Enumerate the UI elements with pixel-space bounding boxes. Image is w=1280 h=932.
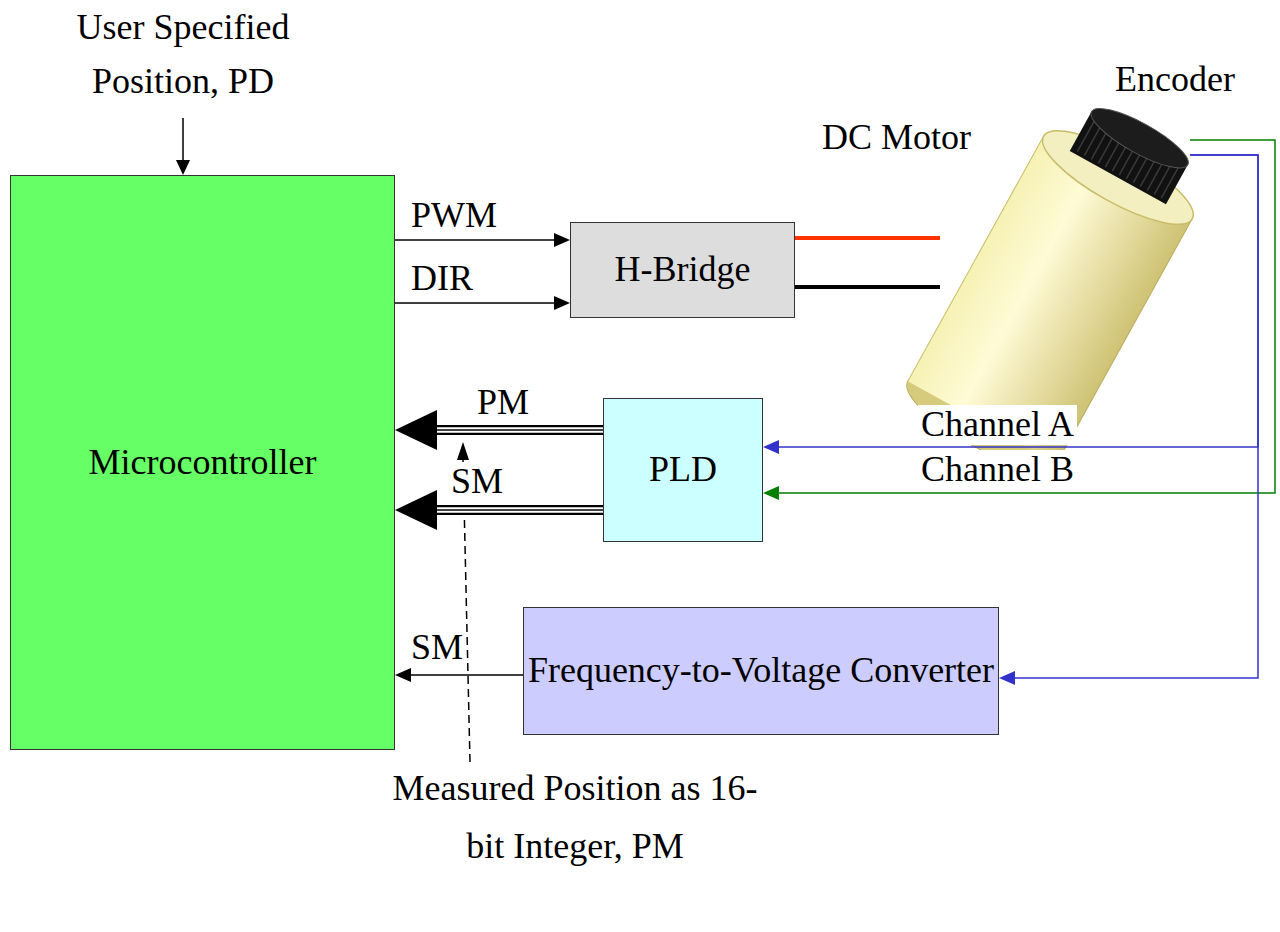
signal-label: DIR	[408, 259, 476, 299]
bus-line	[436, 509, 603, 511]
arrowhead	[395, 668, 411, 682]
wire-connector	[763, 155, 1258, 454]
arrowhead	[554, 233, 570, 247]
signal-label: PM	[474, 383, 532, 423]
wire-line	[795, 285, 940, 289]
converter-box: Frequency-to-Voltage Converter	[523, 607, 999, 735]
encoder-node: Encoder	[1090, 60, 1190, 210]
driver-box: H-Bridge	[570, 222, 795, 318]
arrowhead	[395, 410, 437, 450]
box-label: Microcontroller	[89, 441, 317, 484]
arrowhead	[763, 440, 779, 454]
wire-line	[395, 302, 555, 304]
leader-arrowhead	[457, 442, 469, 460]
wire-connector	[763, 140, 1275, 500]
pld-box: PLD	[603, 398, 763, 542]
knurl-line	[1077, 117, 1096, 152]
annotation: User Specified Position, PD	[43, 0, 323, 108]
microcontroller-box: Microcontroller	[10, 175, 395, 750]
wire-connector	[795, 238, 940, 239]
bus-line	[436, 429, 603, 431]
signal-label: SM	[448, 462, 506, 502]
wire-connector	[795, 287, 940, 288]
knurl-line	[1161, 163, 1180, 198]
arrowhead	[999, 671, 1015, 685]
arrowhead	[554, 296, 570, 310]
input-arrowhead	[176, 160, 190, 175]
signal-label: Channel B	[918, 450, 1077, 490]
motor-edge	[908, 136, 1044, 381]
signal-label: Channel A	[918, 405, 1077, 445]
signal-label: SM	[408, 628, 466, 668]
annotation: Measured Position as 16-bit Integer, PM	[385, 760, 765, 875]
wire-line	[778, 155, 1258, 447]
box-label: PLD	[649, 448, 717, 491]
arrowhead	[395, 490, 437, 530]
box-label: H-Bridge	[615, 248, 751, 291]
wire-line	[410, 674, 523, 676]
motor-body	[908, 136, 1192, 463]
box-label: Frequency-to-Voltage Converter	[528, 649, 994, 692]
bus-line	[436, 507, 603, 513]
bus-line	[436, 427, 603, 433]
wire-line	[795, 236, 940, 240]
wire-line	[395, 239, 555, 241]
bus-line	[436, 505, 603, 515]
encoder-face	[1084, 98, 1195, 178]
wire-connector	[395, 668, 523, 682]
leader-line	[463, 458, 470, 762]
bus-line	[436, 425, 603, 435]
part-label: DC Motor	[822, 118, 971, 158]
wire-line	[778, 140, 1275, 493]
input-arrow-line	[182, 118, 184, 160]
part-label: Encoder	[1115, 60, 1235, 100]
signal-label: PWM	[408, 196, 500, 236]
arrowhead	[763, 486, 779, 500]
